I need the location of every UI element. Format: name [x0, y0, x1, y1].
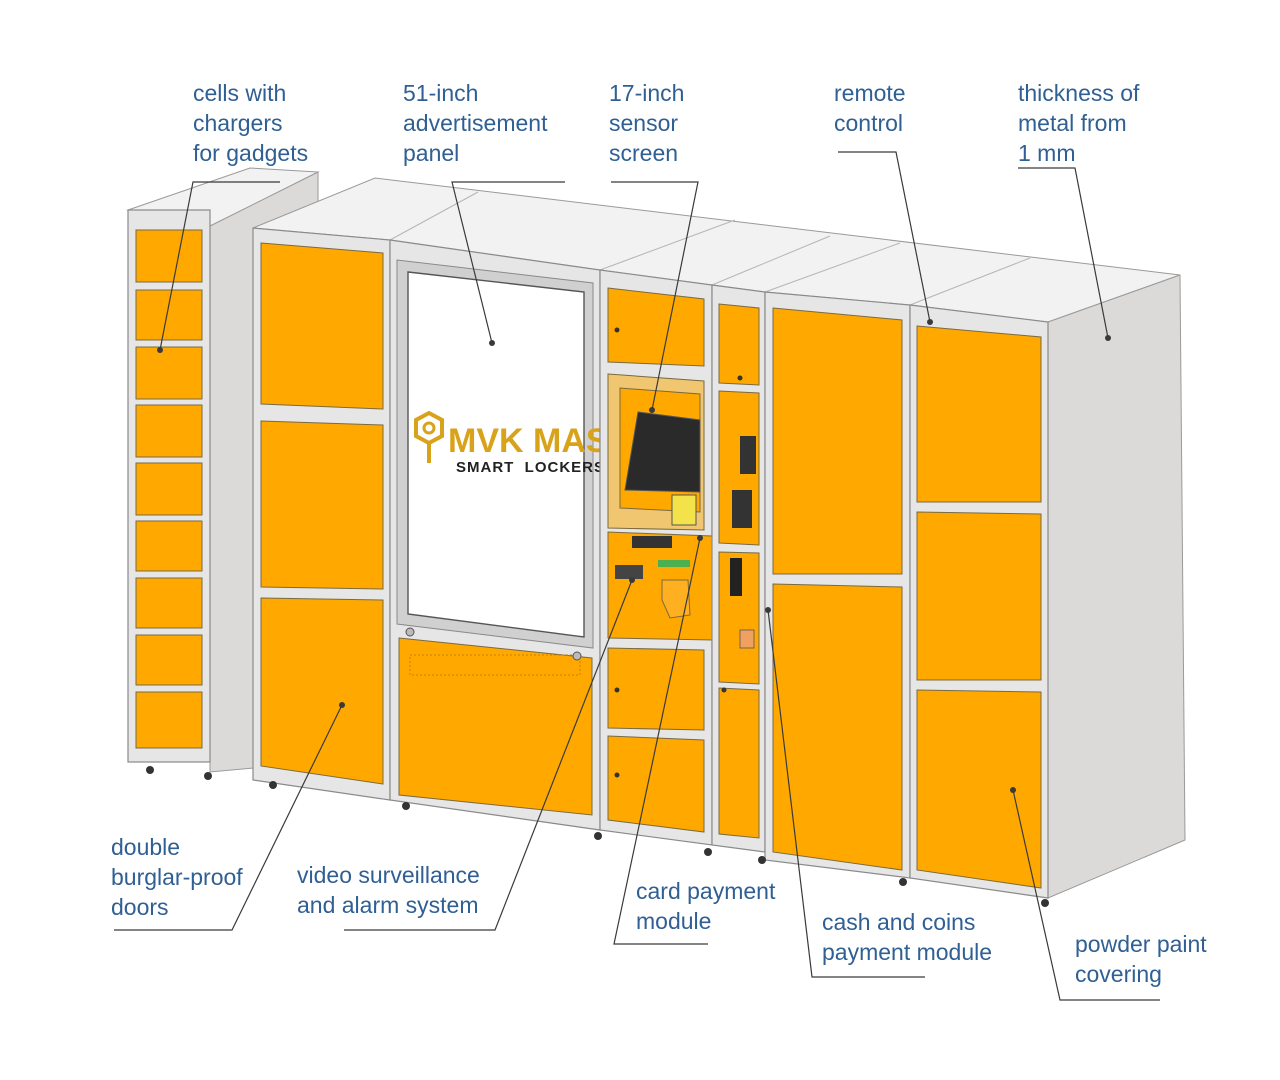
- locker-module-left: [252, 227, 391, 801]
- callout-line: panel: [403, 140, 460, 166]
- leader-card: [613, 537, 708, 945]
- leader-lines: [114, 151, 1160, 1001]
- leader-sensor: [611, 181, 699, 411]
- advertisement-screen: [407, 271, 585, 638]
- callout-remote-control: remote control: [834, 78, 906, 138]
- leader-cells-dot: [157, 347, 163, 353]
- callout-line: 1 mm: [1018, 140, 1076, 166]
- callout-line: payment module: [822, 939, 993, 965]
- brand-logo-subtitle: SMART LOCKERS: [456, 459, 605, 476]
- leader-video-dot: [629, 577, 635, 583]
- callout-line: double: [111, 834, 181, 860]
- callout-powder-paint: powder paint covering: [1075, 929, 1207, 989]
- leader-paint: [1012, 789, 1160, 1001]
- callout-line: 51-inch: [403, 80, 479, 106]
- leader-remote-dot: [927, 319, 933, 325]
- cash-module: [704, 284, 766, 856]
- leader-adpanel: [451, 181, 565, 344]
- callout-card-payment: card payment module: [636, 876, 775, 936]
- leader-doors-dot: [339, 702, 345, 708]
- callout-line: video surveillance: [297, 862, 480, 888]
- leader-cells: [159, 181, 280, 351]
- callout-sensor-screen: 17-inch sensor screen: [609, 78, 684, 168]
- callout-line: covering: [1075, 961, 1162, 987]
- locker-illustration: MVK MASH SMART LOCKERS: [126, 167, 1186, 907]
- leader-card-dot: [697, 535, 703, 541]
- charger-cell-doors: [135, 229, 203, 749]
- callout-line: burglar-proof: [111, 864, 243, 890]
- leader-cash: [767, 609, 925, 978]
- callout-cash-payment: cash and coins payment module: [822, 907, 992, 967]
- callout-line: sensor: [609, 110, 679, 136]
- callout-line: powder paint: [1075, 931, 1207, 957]
- advertisement-module: [389, 239, 601, 831]
- callout-line: remote: [834, 80, 906, 106]
- callout-advertisement-panel: 51-inch advertisement panel: [403, 78, 547, 168]
- leader-remote: [838, 151, 931, 323]
- callout-line: chargers: [193, 110, 283, 136]
- callout-line: 17-inch: [609, 80, 685, 106]
- callout-line: screen: [609, 140, 679, 166]
- callout-video-surveillance: video surveillance and alarm system: [297, 860, 480, 920]
- leader-video: [344, 579, 633, 931]
- callout-line: thickness of: [1018, 80, 1140, 106]
- locker-module-mid-right: [758, 291, 911, 886]
- leader-adpanel-dot: [489, 340, 495, 346]
- callout-line: metal from: [1018, 110, 1127, 136]
- leader-sensor-dot: [649, 407, 655, 413]
- callout-line: cells with: [193, 80, 287, 106]
- sensor-screen: [624, 411, 701, 493]
- callout-cells-with-chargers: cells with chargers for gadgets: [193, 78, 308, 168]
- leader-doors: [114, 704, 343, 931]
- locker-module-right: [909, 304, 1049, 907]
- callout-line: doors: [111, 894, 169, 920]
- leader-thickness: [1018, 167, 1109, 339]
- callout-line: control: [834, 110, 904, 136]
- callout-line: advertisement: [403, 110, 548, 136]
- callout-line: cash and coins: [822, 909, 976, 935]
- leader-thickness-dot: [1105, 335, 1111, 341]
- callout-line: card payment: [636, 878, 776, 904]
- callout-line: and alarm system: [297, 892, 479, 918]
- leader-paint-dot: [1010, 787, 1016, 793]
- callout-line: module: [636, 908, 712, 934]
- callout-line: for gadgets: [193, 140, 309, 166]
- locker-side-panel: [1047, 274, 1186, 899]
- callout-metal-thickness: thickness of metal from 1 mm: [1018, 78, 1139, 168]
- leader-cash-dot: [765, 607, 771, 613]
- callout-burglar-proof-doors: double burglar-proof doors: [111, 832, 243, 922]
- terminal-module: [594, 269, 713, 846]
